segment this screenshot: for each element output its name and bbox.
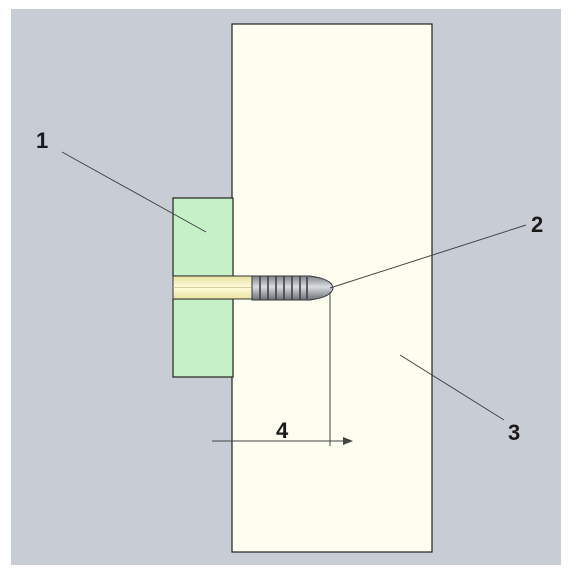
leader-lines bbox=[61, 151, 527, 421]
dimension-4 bbox=[212, 292, 353, 446]
callout-2: 2 bbox=[531, 212, 543, 237]
plate-part-1-upper bbox=[172, 197, 234, 277]
callout-1: 1 bbox=[36, 128, 48, 153]
callout-3: 3 bbox=[508, 420, 520, 445]
callout-4: 4 bbox=[276, 418, 289, 443]
leader-line-3 bbox=[399, 354, 505, 421]
plate-part-1-lower bbox=[172, 298, 234, 378]
leader-line-2 bbox=[329, 224, 527, 289]
leader-line-1 bbox=[61, 151, 207, 233]
screw-part-2 bbox=[251, 275, 334, 301]
